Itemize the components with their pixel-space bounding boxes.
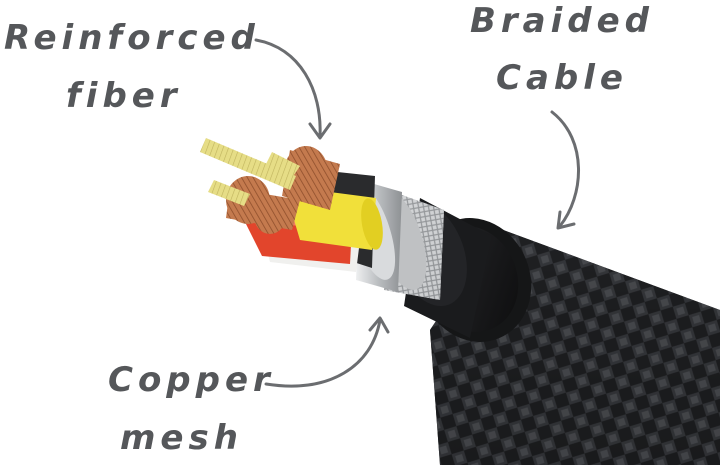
fiber-strands	[200, 138, 300, 206]
label-braided-cable-line2: Cable	[496, 58, 628, 98]
label-copper-mesh-line1: Copper	[108, 360, 275, 400]
arrow-icon	[368, 316, 390, 334]
arrow-icon	[308, 122, 332, 140]
label-copper-mesh-line2: mesh	[120, 418, 243, 458]
label-reinforced-fiber-line2: fiber	[66, 76, 182, 116]
arrow-icon	[550, 110, 580, 228]
arrow-icon	[264, 318, 382, 388]
arrow-icon	[254, 38, 322, 138]
label-reinforced-fiber-line1: Reinforced	[4, 18, 260, 58]
label-braided-cable-line1: Braided	[470, 1, 655, 41]
arrow-icon	[556, 210, 576, 230]
